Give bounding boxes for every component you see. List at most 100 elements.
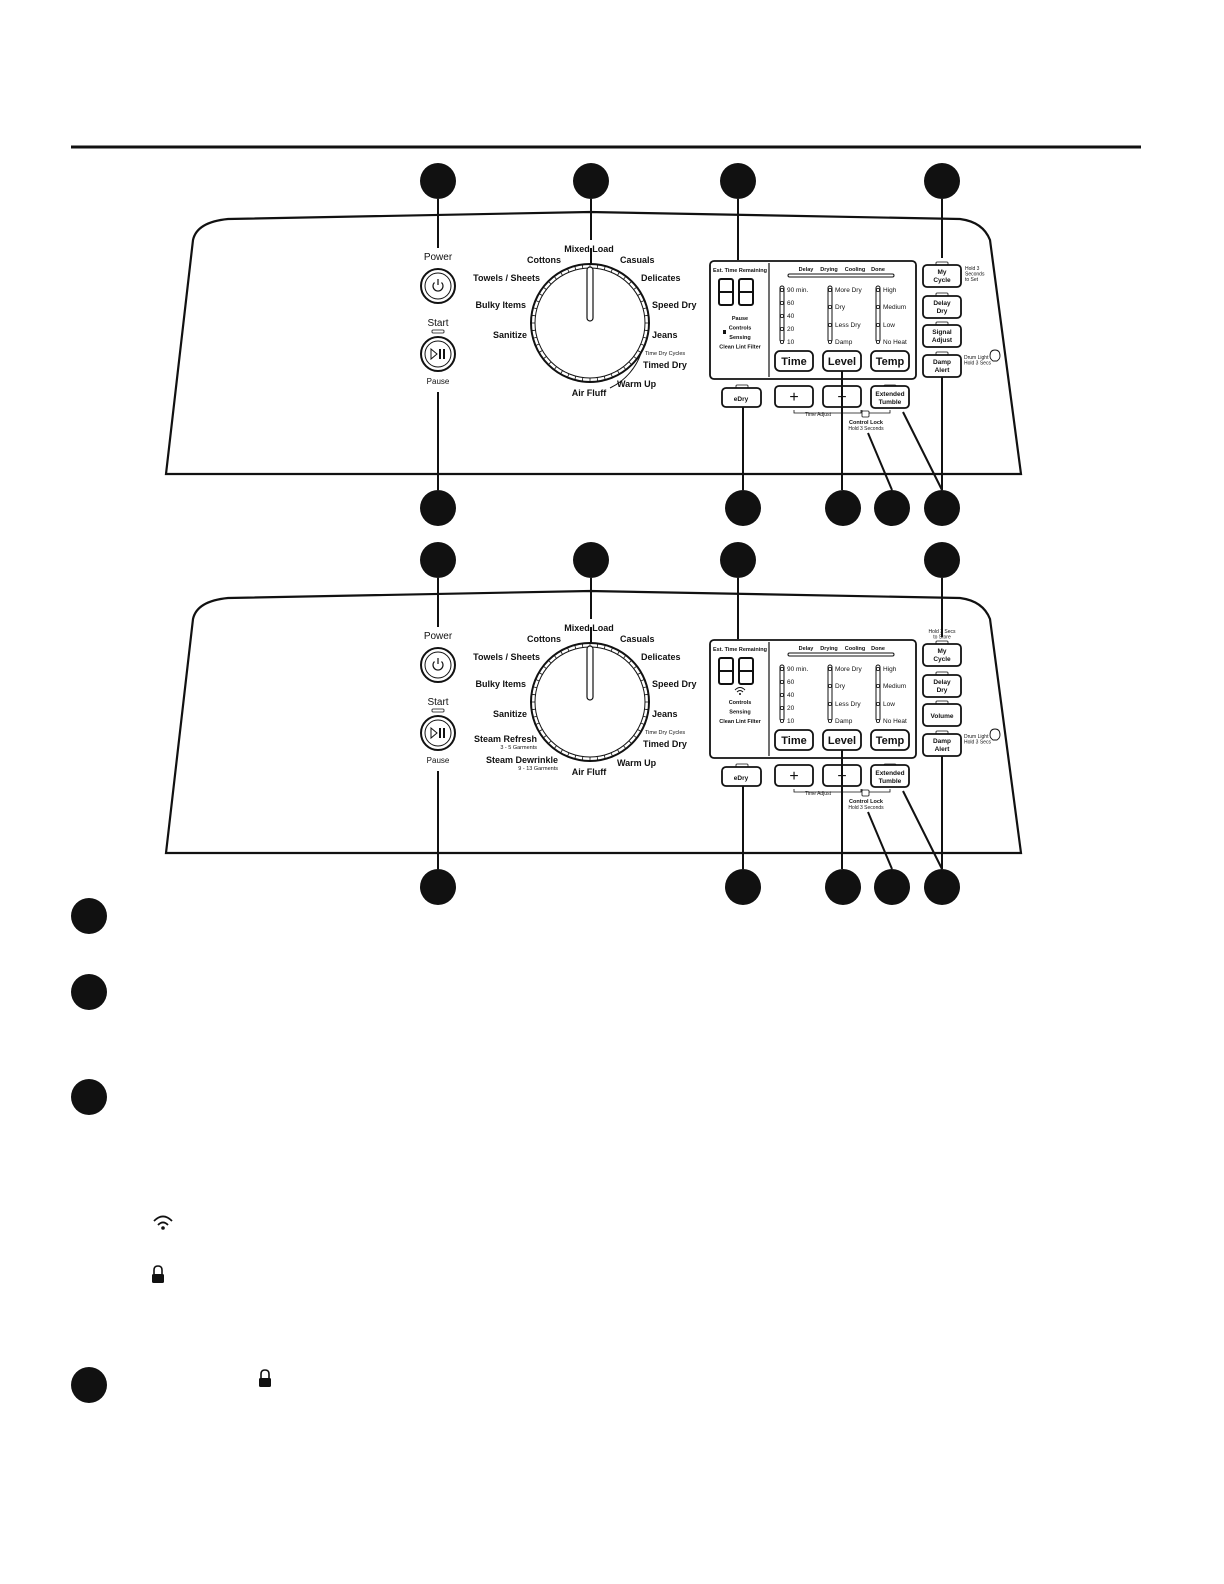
dial-label: Sanitize xyxy=(493,330,527,340)
side-button-label: My xyxy=(937,648,946,655)
temp-button[interactable] xyxy=(870,729,910,751)
panel-outline xyxy=(164,589,1023,855)
option-label: Medium xyxy=(883,683,906,690)
dial-tick xyxy=(560,271,563,276)
wifi-icon-arc xyxy=(157,1221,169,1226)
option-label: High xyxy=(883,666,897,673)
control-lock-sub: Hold 3 Seconds xyxy=(848,426,884,432)
time-plus-button[interactable] xyxy=(774,385,814,408)
side-button-label: Alert xyxy=(935,746,951,753)
edry-button-label: eDry xyxy=(734,775,749,782)
progress-label: Delay xyxy=(799,646,815,652)
control-lock-label: Control Lock xyxy=(849,799,884,805)
dial-label: Steam Dewrinkle xyxy=(486,755,558,765)
callout-marker-bottom xyxy=(825,490,861,526)
play-icon xyxy=(430,726,438,740)
time-button[interactable] xyxy=(774,729,814,751)
start-pause-button[interactable] xyxy=(420,715,456,751)
option-indicator xyxy=(876,322,881,327)
dial-tick xyxy=(610,373,613,378)
side-button[interactable] xyxy=(922,264,962,288)
dial-tick xyxy=(628,280,633,285)
callout-marker-bottom xyxy=(725,869,761,905)
option-indicator xyxy=(780,667,785,672)
option-label: 10 xyxy=(787,718,795,725)
side-button[interactable] xyxy=(922,295,962,319)
dial-tick xyxy=(531,314,536,317)
option-label: 60 xyxy=(787,679,795,686)
light-bulb-icon xyxy=(989,349,1001,362)
dial-tick xyxy=(547,659,552,664)
option-indicator xyxy=(876,702,881,707)
level-button-label: Level xyxy=(828,356,856,368)
dial-label: Time Dry Cycles xyxy=(645,351,685,357)
dial-tick xyxy=(538,350,543,353)
dial-label: Time Dry Cycles xyxy=(645,730,685,736)
dial-tick xyxy=(535,343,540,346)
dial-tick xyxy=(643,686,648,689)
dial-label: Delicates xyxy=(641,273,681,283)
dial-tick xyxy=(633,735,638,739)
dial-tick xyxy=(542,735,547,739)
option-indicator xyxy=(780,680,785,685)
start-pause-button[interactable] xyxy=(420,336,456,372)
dial-tick xyxy=(637,729,642,732)
time-button[interactable] xyxy=(774,350,814,372)
option-indicator xyxy=(828,322,833,327)
start-indicator-light xyxy=(431,708,445,713)
option-indicator xyxy=(780,300,785,305)
dial-label: Air Fluff xyxy=(572,767,607,777)
power-button[interactable] xyxy=(420,647,456,683)
lock-icon xyxy=(861,789,870,797)
side-button[interactable] xyxy=(922,703,962,727)
option-label: Medium xyxy=(883,304,906,311)
dial-tick xyxy=(574,265,577,270)
option-label: Damp xyxy=(835,718,853,725)
legend-marker xyxy=(71,898,107,934)
dial-tick xyxy=(623,745,627,750)
callout-marker-bottom xyxy=(924,490,960,526)
dial-tick xyxy=(553,275,557,280)
display-title: Est. Time Remaining xyxy=(713,268,767,274)
display-status-line: Controls xyxy=(729,326,752,332)
option-label: Low xyxy=(883,322,895,329)
side-button[interactable] xyxy=(922,643,962,667)
progress-label: Cooling xyxy=(845,646,865,652)
side-button[interactable] xyxy=(922,674,962,698)
dial-tick xyxy=(610,752,613,757)
extended-tumble-button[interactable] xyxy=(870,764,910,788)
dial-tick xyxy=(617,650,620,655)
side-button-label: Damp xyxy=(933,738,951,745)
extended-tumble-button[interactable] xyxy=(870,385,910,409)
display-title: Est. Time Remaining xyxy=(713,647,767,653)
wifi-icon-dot xyxy=(161,1226,165,1230)
dial-tick xyxy=(596,756,599,761)
edry-button[interactable] xyxy=(721,387,762,408)
extended-tumble-label: Extended xyxy=(875,770,904,777)
option-indicator xyxy=(828,304,833,309)
lock-icon xyxy=(861,410,870,418)
temp-button[interactable] xyxy=(870,350,910,372)
power-button[interactable] xyxy=(420,268,456,304)
time-plus-button[interactable] xyxy=(774,764,814,787)
damp-alert-note: Hold 3 Secs xyxy=(964,361,991,367)
my-cycle-note: to Set xyxy=(965,277,979,283)
option-indicator xyxy=(828,702,833,707)
dial-tick xyxy=(547,280,552,285)
display-frame xyxy=(709,260,917,380)
callout-marker-top xyxy=(924,163,960,199)
dial-label: Casuals xyxy=(620,634,655,644)
wifi-icon-arc xyxy=(736,690,744,693)
dial-label: Sanitize xyxy=(493,709,527,719)
edry-button[interactable] xyxy=(721,766,762,787)
lock-icon xyxy=(723,330,726,334)
callout-marker-bottom xyxy=(725,490,761,526)
start-indicator-light xyxy=(431,329,445,334)
dial-tick xyxy=(640,300,645,303)
dial-tick xyxy=(617,370,620,375)
dial-tick xyxy=(560,370,563,375)
extended-tumble-label: Tumble xyxy=(879,778,902,785)
side-button[interactable] xyxy=(922,324,962,348)
side-button-label: Volume xyxy=(931,713,954,720)
